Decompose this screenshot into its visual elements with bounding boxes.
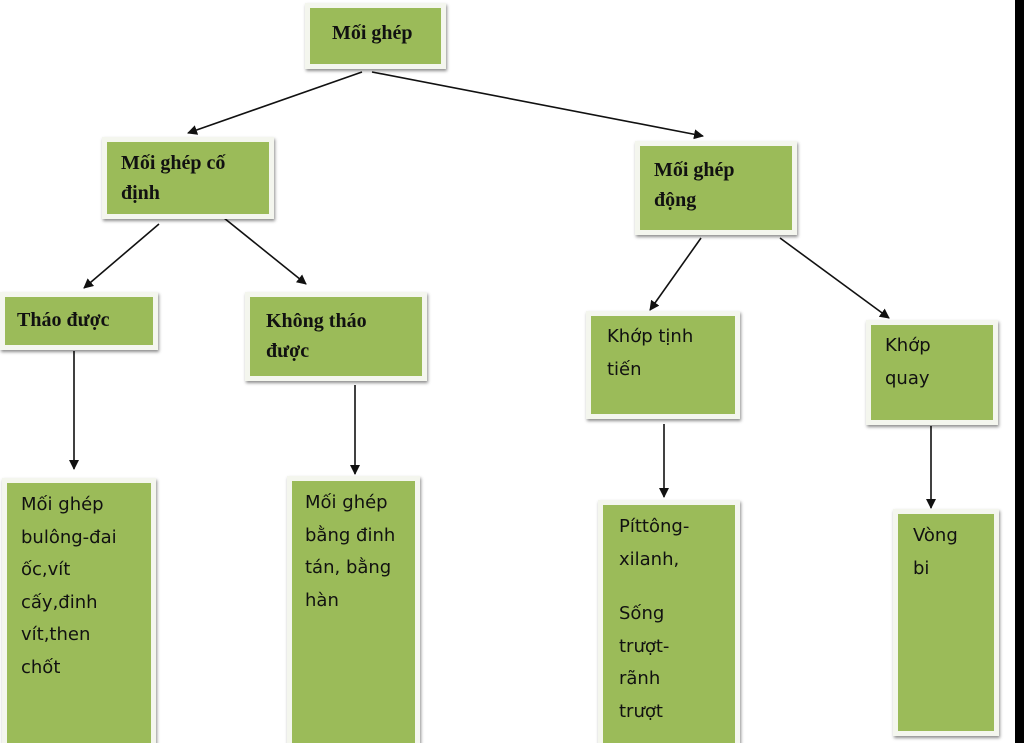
example-spacer	[619, 576, 721, 598]
example-line: hàn	[305, 589, 339, 611]
node-joint-root: Mối ghép	[305, 3, 446, 69]
arrow-root-to-moving	[371, 71, 704, 140]
node-label-line: Khớp	[885, 335, 931, 356]
arrow-fixed-to-removable	[83, 223, 160, 289]
node-prismatic-joint: Khớp tịnh tiến	[586, 311, 740, 419]
node-label: Mối ghép	[332, 22, 413, 44]
example-line: rãnh	[619, 668, 661, 689]
example-line: bằng đinh	[305, 524, 396, 546]
arrow-moving-to-revolute	[779, 237, 890, 319]
example-line: Mối ghép	[305, 492, 388, 513]
example-line: ốc,vít	[21, 559, 71, 580]
node-label-line: quay	[885, 367, 930, 389]
arrow-moving-to-prismatic	[649, 237, 702, 311]
node-label-line: Mối ghép	[654, 159, 735, 181]
example-line: bi	[913, 557, 930, 579]
node-non-removable: Không tháo được	[245, 292, 427, 381]
example-line: Vòng	[913, 525, 958, 546]
node-examples-removable: Mối ghép bulông-đai ốc,vít cấy,đinh vít,…	[2, 478, 156, 743]
node-label-line: tiến	[607, 358, 642, 380]
node-examples-non-removable: Mối ghép bằng đinh tán, bằng hàn	[287, 476, 420, 743]
example-line: Mối ghép	[21, 494, 104, 515]
node-label-line: Không tháo	[266, 310, 367, 332]
right-edge-bar	[1015, 0, 1024, 743]
node-label-line: Tháo được	[17, 309, 110, 331]
example-line: Píttông-	[619, 516, 690, 537]
example-line: bulông-đai	[21, 526, 117, 548]
example-line: trượt-	[619, 635, 670, 657]
example-line: xilanh,	[619, 548, 680, 570]
node-moving-joint: Mối ghép động	[635, 141, 797, 235]
node-examples-revolute: Vòng bi	[893, 509, 999, 736]
node-label-line: định	[121, 182, 160, 204]
arrow-root-to-fixed	[187, 71, 363, 135]
node-removable: Tháo được	[0, 292, 158, 350]
node-revolute-joint: Khớp quay	[866, 320, 998, 425]
node-label-line: Khớp tịnh	[607, 326, 694, 347]
node-label-line: Mối ghép cố	[121, 152, 226, 174]
example-line: chốt	[21, 656, 61, 678]
example-line: tán, bằng	[305, 557, 392, 578]
example-line: vít,then	[21, 624, 91, 645]
node-fixed-joint: Mối ghép cố định	[102, 137, 274, 219]
example-line: Sống	[619, 603, 665, 624]
example-line: trượt	[619, 700, 663, 722]
node-label-line: được	[266, 340, 310, 362]
example-line: cấy,đinh	[21, 591, 98, 613]
node-examples-prismatic: Píttông- xilanh, Sống trượt- rãnh trượt	[598, 500, 740, 743]
arrow-fixed-to-nonremovable	[223, 217, 307, 285]
node-label-line: động	[654, 189, 697, 211]
